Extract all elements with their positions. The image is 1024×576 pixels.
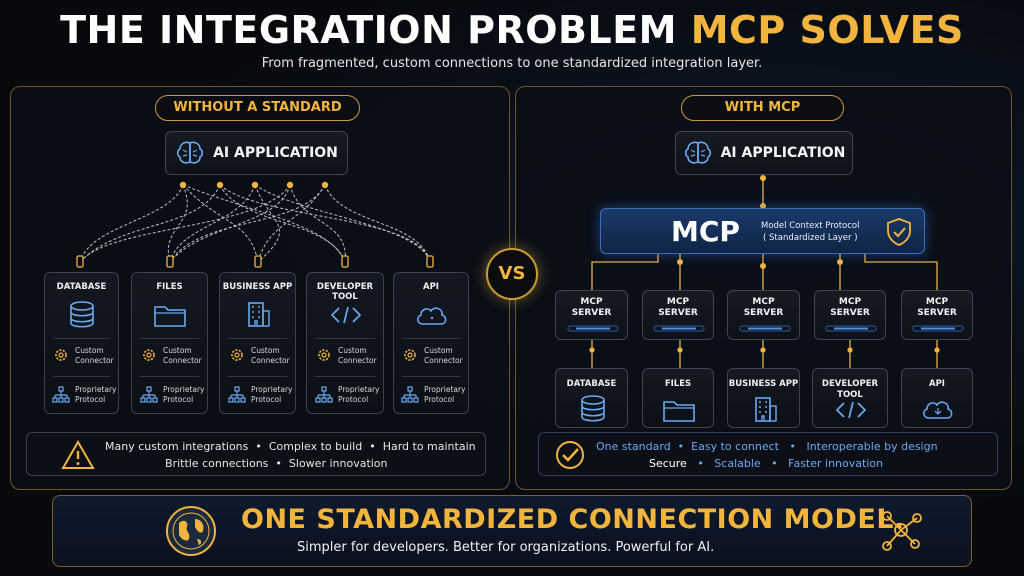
destination-title: DEVELOPER TOOL [821,379,879,400]
hierarchy-icon [228,386,246,403]
bottom-banner: ONE STANDARDIZED CONNECTION MODEL. Simpl… [52,495,972,567]
server-indicator-icon [653,325,705,332]
right-destination-database: DATABASE [555,368,628,428]
network-nodes-icon [882,511,922,551]
with-mcp-badge: WITH MCP [681,95,844,121]
server-indicator-icon [825,325,877,332]
banner-subtitle: Simpler for developers. Better for organ… [297,540,715,555]
gear-icon [404,349,416,361]
hierarchy-icon [140,386,158,403]
cloud-icon [923,401,953,419]
benefits-line-2: Secure • Scalable • Faster innovation [649,457,884,470]
left-ai-application-box: AI APPLICATION [165,131,348,175]
destination-title: API [929,379,945,389]
page-title: THE INTEGRATION PROBLEM MCP SOLVES [60,8,964,52]
database-icon [581,395,605,422]
code-icon [835,401,867,419]
left-ai-application-label: AI APPLICATION [213,145,338,161]
database-icon [70,301,94,328]
right-ai-application-box: AI APPLICATION [675,131,853,175]
server-indicator-icon [567,325,619,332]
server-indicator-icon [912,325,964,332]
column-title: DATABASE [56,282,107,292]
vs-badge: VS [486,248,538,300]
column-title: BUSINESS APP [222,282,293,292]
right-destination-api: API [901,368,973,428]
banner-title: ONE STANDARDIZED CONNECTION MODEL. [241,504,905,535]
mcp-title: MCP [671,215,740,248]
destination-title: BUSINESS APP [728,379,799,389]
hierarchy-icon [52,386,70,403]
page-subtitle: From fragmented, custom connections to o… [261,56,763,71]
mcp-layer-bar: MCP Model Context Protocol( Standardized… [600,208,925,254]
warning-icon [61,439,95,469]
server-indicator-icon [739,325,791,332]
building-icon [755,397,777,422]
brain-icon [684,141,711,164]
shield-check-icon [887,218,911,246]
right-ai-application-label: AI APPLICATION [720,145,846,161]
issues-box: Many custom integrations • Complex to bu… [26,432,486,476]
issues-line-2: Brittle connections • Slower innovation [165,457,388,470]
gear-icon [318,349,330,361]
benefits-box: One standard • Easy to connect • Interop… [538,432,998,476]
hierarchy-icon [401,386,419,403]
cloud-icon [417,307,447,325]
destination-title: DATABASE [566,379,617,389]
globe-icon [166,506,216,556]
column-title: FILES [156,282,183,292]
benefits-line-1: One standard • Easy to connect • Interop… [596,440,938,453]
check-circle-icon [556,441,584,469]
right-destination-files: FILES [642,368,714,428]
building-icon [248,302,270,327]
mcp-subtitle: Model Context Protocol( Standardized Lay… [761,221,860,243]
folder-icon [154,306,186,327]
gear-icon [55,349,67,361]
hierarchy-icon [315,386,333,403]
destination-title: FILES [664,379,692,389]
gear-icon [143,349,155,361]
without-standard-badge: WITHOUT A STANDARD [155,95,360,121]
brain-icon [177,141,204,164]
issues-line-1: Many custom integrations • Complex to bu… [105,440,476,453]
folder-icon [663,401,695,422]
column-title: API [423,282,439,292]
right-destination-business-app: BUSINESS APP [727,368,800,428]
gear-icon [231,349,243,361]
right-destination-developer-tool: DEVELOPER TOOL [812,368,888,428]
column-title: DEVELOPER TOOL [316,282,374,302]
code-icon [330,306,362,324]
